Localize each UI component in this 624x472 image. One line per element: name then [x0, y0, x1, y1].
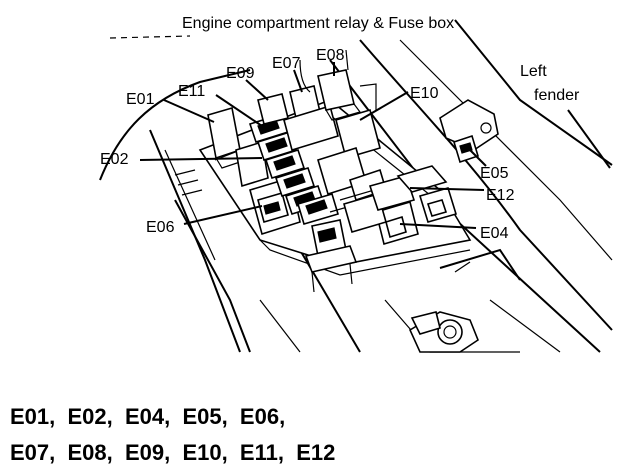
connector-e12 [368, 175, 458, 223]
leader-e09 [245, 79, 269, 101]
loose-connector [304, 219, 358, 293]
callout-e02: E02 [100, 151, 129, 168]
callout-e04: E04 [480, 225, 509, 242]
callout-e11: E11 [178, 83, 205, 100]
callout-labels: Engine compartment relay & Fuse box Left… [100, 15, 580, 242]
leader-e06 [183, 205, 263, 225]
callout-e05: E05 [480, 165, 509, 182]
callout-e09: E09 [226, 65, 255, 82]
leader-e10 [359, 91, 409, 121]
connector-e10 [335, 83, 381, 159]
side-label-line1: Left [520, 63, 547, 80]
connector-e08 [317, 69, 362, 121]
connector-list-line2: E07, E08, E09, E10, E11, E12 [10, 440, 335, 465]
callout-e08: E08 [316, 47, 345, 64]
callout-e10: E10 [410, 85, 439, 102]
callout-e12: E12 [486, 187, 515, 204]
side-label-line2: fender [534, 87, 580, 104]
connector-e02 [235, 140, 269, 188]
connector-e07 [283, 85, 339, 152]
leader-e01 [163, 99, 215, 123]
callout-e07: E07 [272, 55, 301, 72]
leader-e11 [215, 94, 263, 127]
leader-e12 [409, 187, 485, 191]
diagram-title: Engine compartment relay & Fuse box [182, 15, 454, 32]
connector-list-line1: E01, E02, E04, E05, E06, [10, 404, 285, 429]
callout-e06: E06 [146, 219, 175, 236]
leader-e07 [293, 69, 303, 93]
leader-e02 [139, 157, 263, 161]
connectors [207, 49, 499, 293]
fender-connector [439, 99, 499, 164]
connector-list: E01, E02, E04, E05, E06, E07, E08, E09, … [10, 404, 335, 465]
connector-e05 [396, 165, 448, 193]
leader-e05 [469, 149, 487, 167]
leader-lines [139, 62, 611, 229]
leader-e04 [399, 223, 477, 229]
callout-e01: E01 [126, 91, 155, 108]
leader-fender [567, 109, 611, 169]
